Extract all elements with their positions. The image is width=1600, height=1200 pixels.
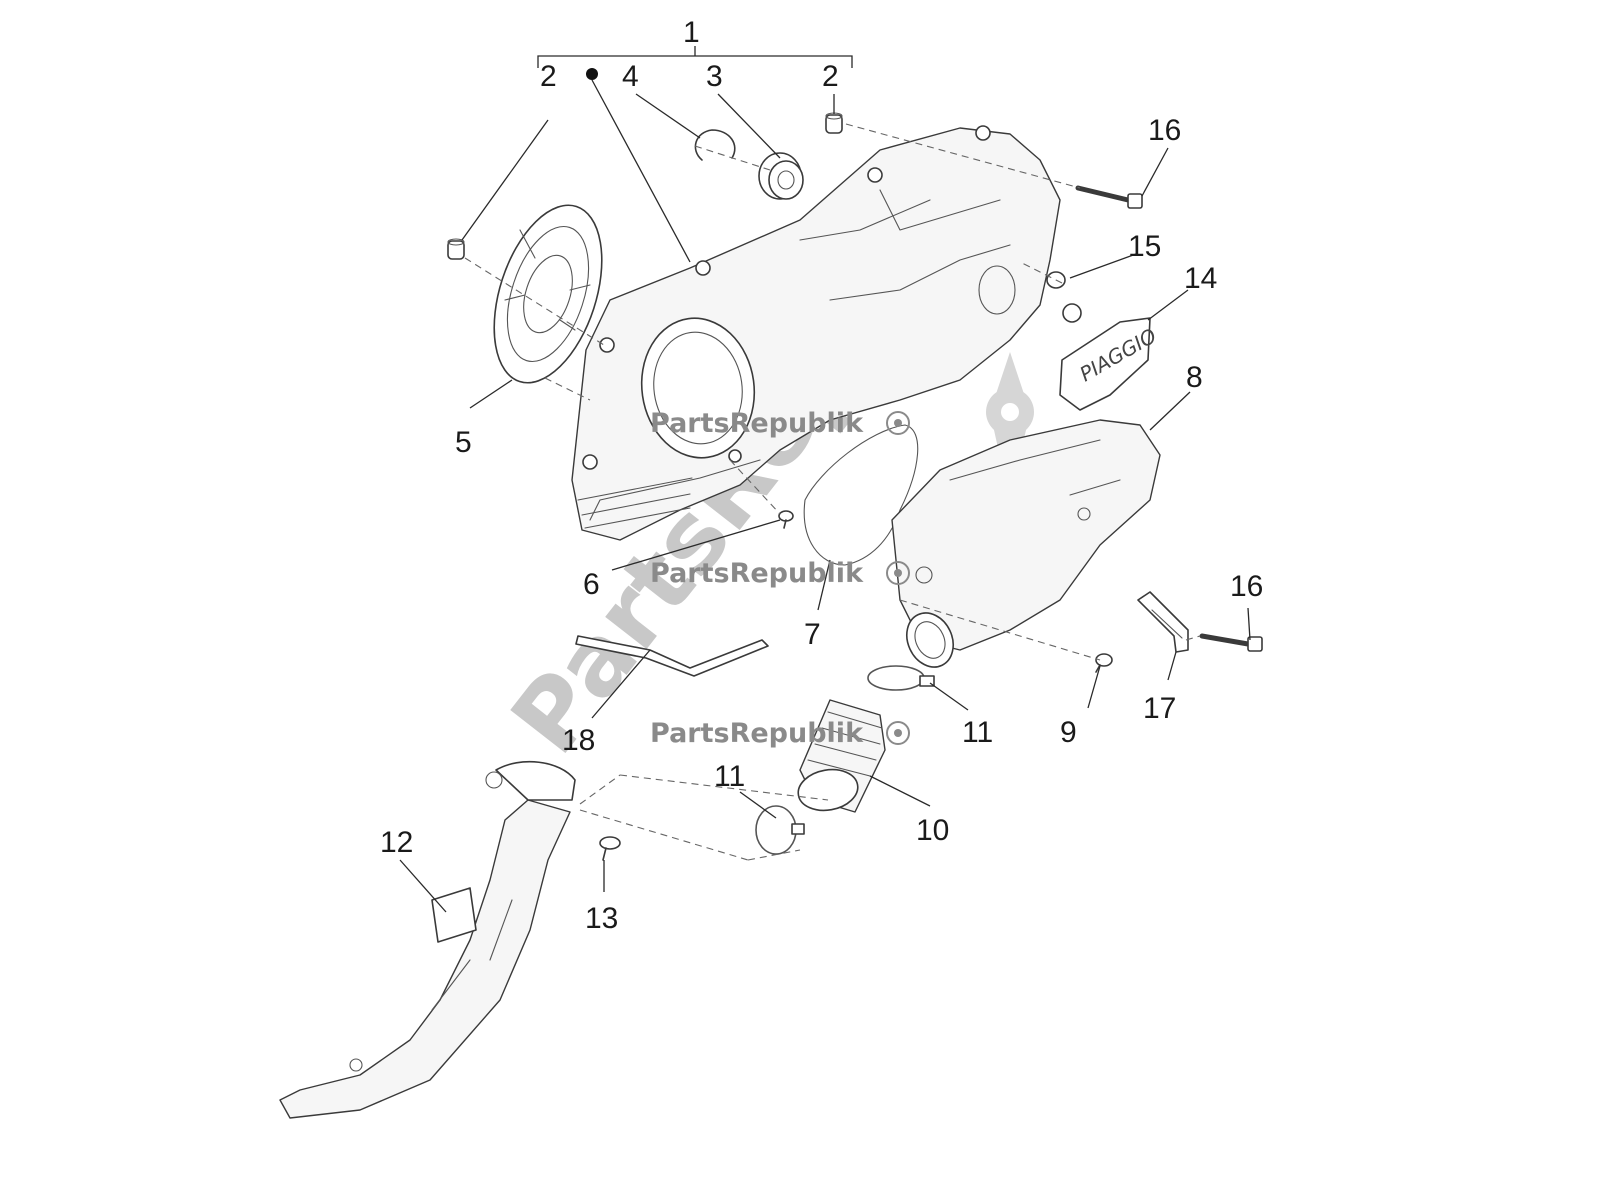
callout-18: 18: [562, 724, 595, 757]
callout-5: 5: [455, 426, 472, 459]
callout-14: 14: [1184, 262, 1217, 295]
part-10-bellows-hose: [797, 699, 886, 813]
part-17-bracket: [1137, 591, 1189, 653]
watermark-small-1-text: PartsRepublik: [650, 408, 864, 439]
part-8-air-box-outlet: [906, 612, 954, 668]
group-bracket: [537, 46, 853, 68]
bullet-dot: [586, 68, 598, 80]
watermark-small-1: PartsRepublik: [650, 408, 910, 439]
watermark-small-3-text: PartsRepublik: [650, 718, 864, 749]
part-4-circlip: [694, 129, 736, 161]
callout-17: 17: [1143, 692, 1176, 725]
watermark-small-2-text: PartsRepublik: [650, 558, 864, 589]
callout-3: 3: [706, 60, 723, 93]
part-16-bolt-lower: [1199, 633, 1263, 652]
part-5-filter-disc: [493, 204, 603, 384]
callout-1: 1: [683, 16, 700, 49]
callout-12: 12: [380, 826, 413, 859]
watermark-gear-icon: [986, 352, 1034, 502]
part-3-bearing: [758, 152, 804, 200]
part-15-grommet-lower: [1062, 303, 1082, 323]
callout-2-right: 2: [822, 60, 839, 93]
callout-16-upper: 16: [1148, 114, 1181, 147]
part-7-gasket: [803, 424, 919, 566]
callout-16-lower: 16: [1230, 570, 1263, 603]
assembly-dashed-lines: [464, 123, 1201, 861]
part-2-dowel-left: [447, 238, 465, 260]
part-11-clamp-upper: [867, 665, 935, 691]
part-11-clamp-lower: [755, 805, 805, 855]
part-13-screw: [599, 836, 621, 861]
callout-7: 7: [804, 618, 821, 651]
callout-8: 8: [1186, 361, 1203, 394]
part-14-badge-plate: PIAGGIO: [1059, 317, 1160, 411]
leader-lines: [399, 68, 1251, 913]
part-12-intake-duct: [279, 760, 576, 1119]
callout-4: 4: [622, 60, 639, 93]
part-6-screw: [778, 510, 794, 529]
callout-13: 13: [585, 902, 618, 935]
callout-10: 10: [916, 814, 949, 847]
part-2-dowel-right: [825, 112, 843, 134]
watermark-small-3: PartsRepublik: [650, 718, 910, 749]
callout-15: 15: [1128, 230, 1161, 263]
callout-2-left: 2: [540, 60, 557, 93]
part-16-bolt-upper: [1075, 185, 1143, 209]
callout-6: 6: [583, 568, 600, 601]
callout-labels: 1 2 4 3 2 16 15 14 8 5 6 7 16 17 9 11 18…: [380, 16, 1263, 935]
callout-11-lower: 11: [714, 760, 745, 793]
part-1-transmission-cover: [571, 125, 1061, 541]
part-18-tube: [575, 635, 769, 677]
watermark-small-2: PartsRepublik: [650, 558, 910, 589]
callout-9: 9: [1060, 716, 1077, 749]
callout-11-upper: 11: [962, 716, 993, 749]
